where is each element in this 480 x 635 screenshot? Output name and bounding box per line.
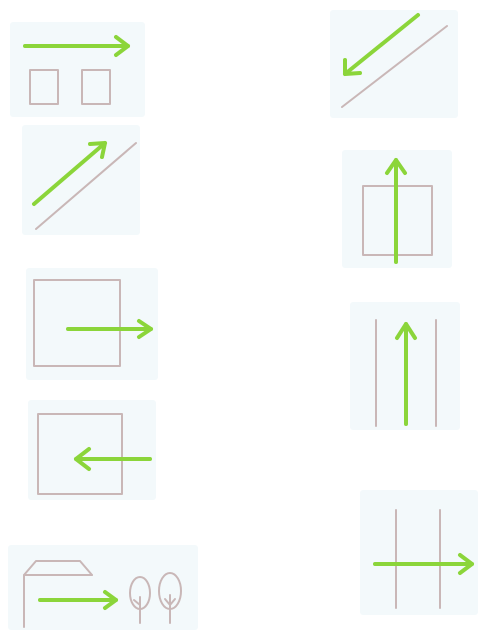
arrow-from-house-to-trees-icon — [8, 545, 198, 630]
arrow-right-crossing-parallel-lines-icon — [360, 490, 478, 615]
arrow-up-between-parallel-lines-icon — [350, 302, 460, 430]
arrow-up-right-along-diagonal-line-icon — [22, 125, 140, 235]
arrow-right-exiting-square-icon — [26, 268, 158, 380]
arrow-down-left-along-diagonal-line-icon — [330, 10, 458, 118]
arrow-left-entering-square-icon — [28, 400, 156, 500]
arrow-right-over-two-squares-icon — [10, 22, 145, 117]
arrow-up-through-square-icon — [342, 150, 452, 268]
